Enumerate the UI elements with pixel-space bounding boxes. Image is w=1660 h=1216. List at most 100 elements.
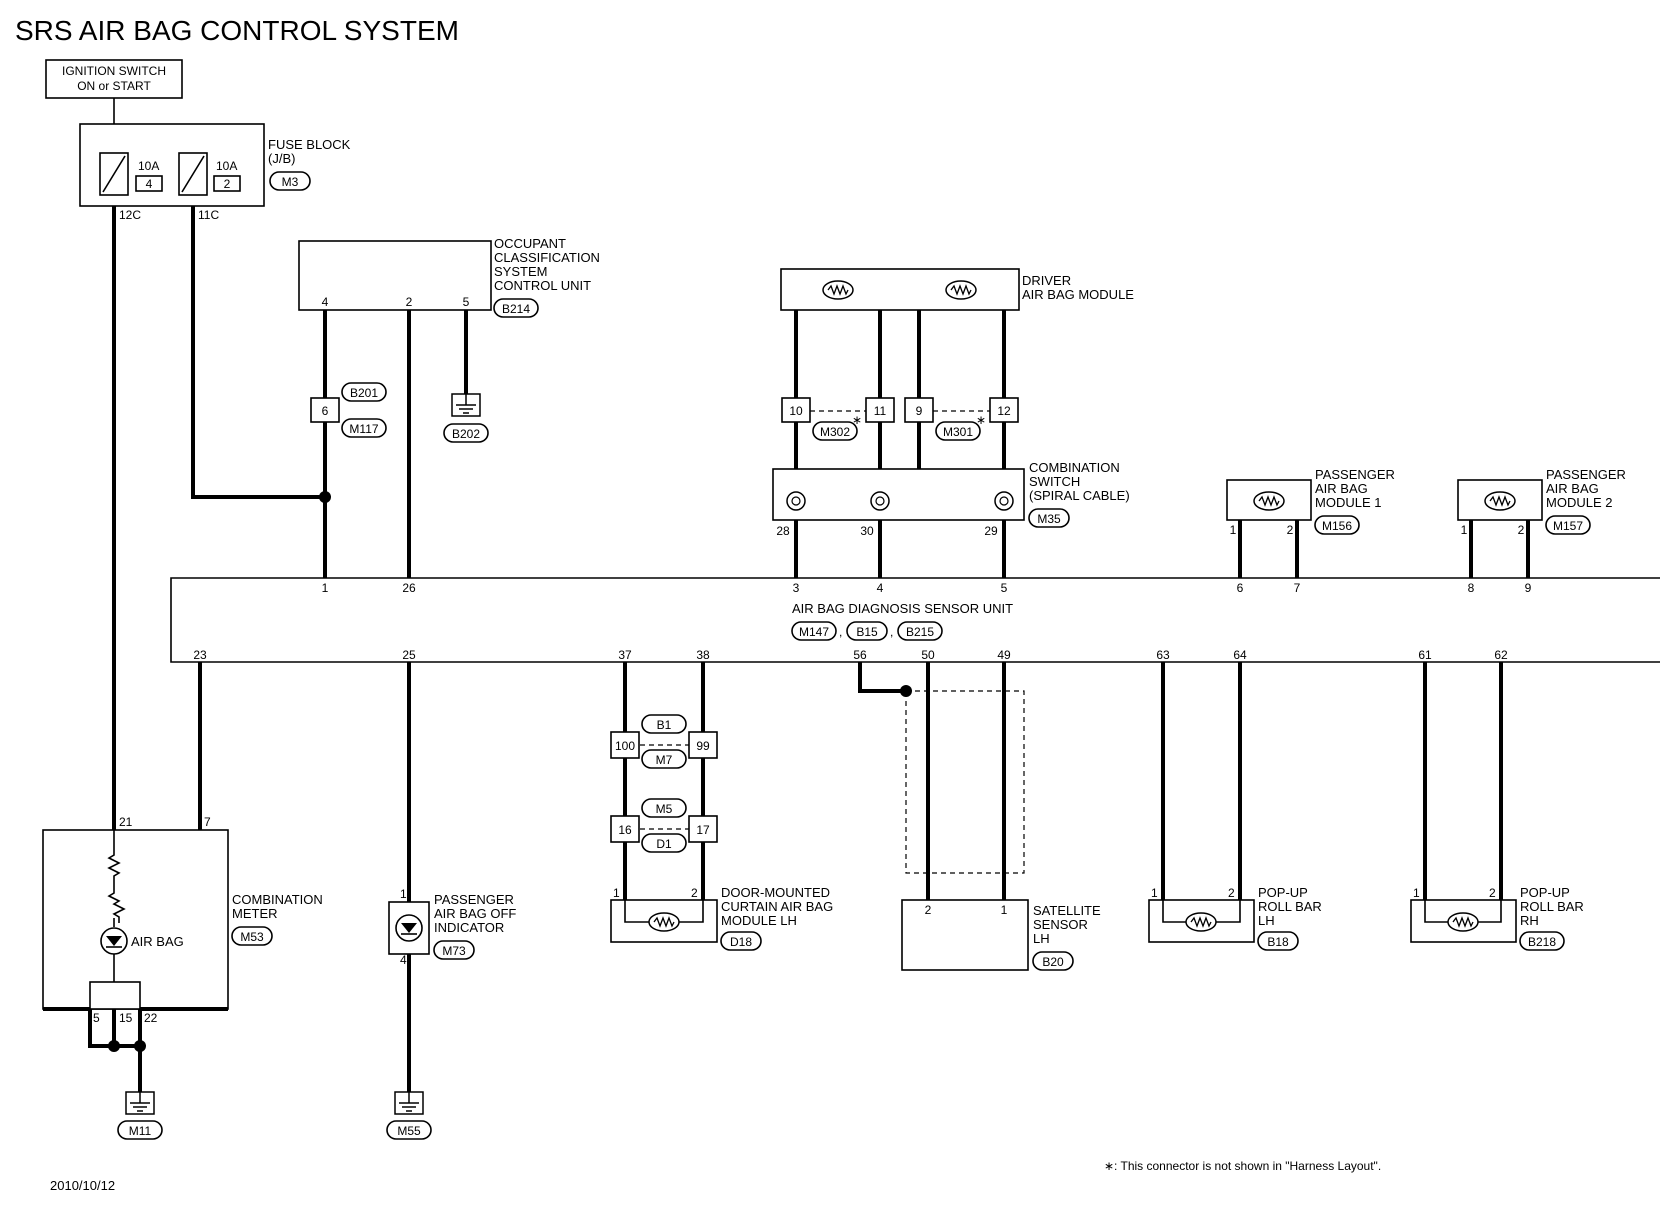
connector-tag: D18 bbox=[730, 935, 752, 949]
passenger-air-bag-module-1: 1 2 PASSENGER AIR BAG MODULE 1 M156 bbox=[1226, 467, 1395, 537]
connector-tag: D1 bbox=[656, 837, 672, 851]
pin-label: 12 bbox=[997, 404, 1011, 418]
pin-label: 29 bbox=[984, 524, 998, 538]
pin-label: 30 bbox=[860, 524, 874, 538]
component-label: AIR BAG DIAGNOSIS SENSOR UNIT bbox=[792, 601, 1013, 616]
component-label: INDICATOR bbox=[434, 920, 504, 935]
lamp-label: AIR BAG bbox=[131, 934, 184, 949]
passenger-air-bag-module-2: 1 2 PASSENGER AIR BAG MODULE 2 M157 bbox=[1457, 467, 1626, 537]
pin-label: 62 bbox=[1494, 648, 1508, 662]
connector-tag: B20 bbox=[1042, 955, 1064, 969]
pin-label: 17 bbox=[696, 823, 710, 837]
component-label: METER bbox=[232, 906, 278, 921]
pin-label: 26 bbox=[402, 581, 416, 595]
fuse-number: 4 bbox=[146, 177, 153, 191]
combination-switch: 28 30 29 COMBINATION SWITCH (SPIRAL CABL… bbox=[772, 460, 1130, 538]
pin-label: 100 bbox=[615, 739, 635, 753]
connector-tag: B218 bbox=[1528, 935, 1556, 949]
pin-label: 22 bbox=[144, 1011, 158, 1025]
component-label: AIR BAG MODULE bbox=[1022, 287, 1134, 302]
pin-label: 28 bbox=[776, 524, 790, 538]
squib-icon bbox=[822, 280, 854, 300]
component-label: DRIVER bbox=[1022, 273, 1071, 288]
pin-label: 15 bbox=[119, 1011, 133, 1025]
pin-label: 2 bbox=[406, 295, 413, 309]
fuse-amp-label: 10A bbox=[216, 159, 237, 173]
component-label: PASSENGER bbox=[1315, 467, 1395, 482]
pin-label: 1 bbox=[613, 886, 620, 900]
component-label: CONTROL UNIT bbox=[494, 278, 591, 293]
fuse-block: 10A 4 10A 2 12C 11C FUSE BLOCK (J/B) M3 bbox=[79, 123, 351, 222]
pin-label: 56 bbox=[853, 648, 867, 662]
squib-icon bbox=[1484, 491, 1516, 511]
pin-label: 1 bbox=[400, 887, 407, 901]
ground-connector-tag: B202 bbox=[452, 427, 480, 441]
component-label: ROLL BAR bbox=[1258, 899, 1322, 914]
ignition-switch-box: IGNITION SWITCH ON or START bbox=[45, 59, 183, 99]
fuse-terminal-label: 12C bbox=[119, 208, 141, 222]
squib-icon bbox=[945, 280, 977, 300]
squib-icon bbox=[1253, 491, 1285, 511]
pop-up-roll-bar-lh: 1 2 POP-UP ROLL BAR LH B18 bbox=[1148, 885, 1322, 951]
pin-label: 16 bbox=[618, 823, 632, 837]
pin-label: 1 bbox=[1151, 886, 1158, 900]
footnote: ∗: This connector is not shown in "Harne… bbox=[1104, 1159, 1381, 1173]
ground-connector-tag: M55 bbox=[397, 1124, 421, 1138]
component-label: SATELLITE bbox=[1033, 903, 1101, 918]
pin-label: 9 bbox=[916, 404, 923, 418]
component-label: (SPIRAL CABLE) bbox=[1029, 488, 1130, 503]
pin-label: 2 bbox=[925, 903, 932, 917]
satellite-sensor-lh: 2 1 SATELLITE SENSOR LH B20 bbox=[901, 899, 1101, 971]
pin-label: 99 bbox=[696, 739, 710, 753]
pin-label: 2 bbox=[1287, 523, 1294, 537]
component-label: ROLL BAR bbox=[1520, 899, 1584, 914]
component-label: LH bbox=[1033, 931, 1050, 946]
pin-label: 11 bbox=[874, 404, 887, 418]
pin-label: 5 bbox=[93, 1011, 100, 1025]
pin-label: 5 bbox=[1001, 581, 1008, 595]
pin-label: 6 bbox=[1237, 581, 1244, 595]
pin-label: 1 bbox=[1413, 886, 1420, 900]
fuse-block-sublabel: (J/B) bbox=[268, 151, 295, 166]
connector-tag: B15 bbox=[856, 625, 878, 639]
fuse-terminal-label: 11C bbox=[198, 208, 219, 222]
component-label: AIR BAG bbox=[1315, 481, 1368, 496]
diagram-date: 2010/10/12 bbox=[50, 1178, 115, 1193]
connector-tag: M157 bbox=[1553, 519, 1583, 533]
pin-label: 2 bbox=[691, 886, 698, 900]
component-label: PASSENGER bbox=[434, 892, 514, 907]
passenger-air-bag-off-indicator: 1 4 PASSENGER AIR BAG OFF INDICATOR M73 … bbox=[386, 887, 516, 1140]
component-label: DOOR-MOUNTED bbox=[721, 885, 830, 900]
curtain-air-bag-module-lh: 1 2 DOOR-MOUNTED CURTAIN AIR BAG MODULE … bbox=[610, 885, 833, 951]
component-label: MODULE 2 bbox=[1546, 495, 1612, 510]
pin-label: 50 bbox=[921, 648, 935, 662]
ignition-state-label: ON or START bbox=[77, 79, 151, 93]
separator: , bbox=[839, 625, 842, 639]
component-label: POP-UP bbox=[1520, 885, 1570, 900]
component-label: AIR BAG OFF bbox=[434, 906, 516, 921]
pin-label: 3 bbox=[793, 581, 800, 595]
pin-label: 23 bbox=[193, 648, 207, 662]
connector-tag: M53 bbox=[240, 930, 264, 944]
squib-icon bbox=[648, 912, 680, 932]
component-label: PASSENGER bbox=[1546, 467, 1626, 482]
connector-tag: M156 bbox=[1322, 519, 1352, 533]
pin-label: 25 bbox=[402, 648, 416, 662]
pin-label: 1 bbox=[1230, 523, 1237, 537]
junction-dot bbox=[108, 1040, 120, 1052]
pin-label: 64 bbox=[1233, 648, 1247, 662]
component-label: POP-UP bbox=[1258, 885, 1308, 900]
component-label: SWITCH bbox=[1029, 474, 1080, 489]
pin-label: 5 bbox=[463, 295, 470, 309]
connector-tag: M73 bbox=[442, 944, 466, 958]
component-label: CURTAIN AIR BAG bbox=[721, 899, 833, 914]
connector-tag: B201 bbox=[350, 386, 378, 400]
connector-tag: M302 bbox=[820, 425, 850, 439]
junction-dot bbox=[134, 1040, 146, 1052]
star-marker: ∗ bbox=[852, 413, 862, 427]
connector-tag: M3 bbox=[282, 175, 299, 189]
connector-tag: M35 bbox=[1037, 512, 1061, 526]
page-title: SRS AIR BAG CONTROL SYSTEM bbox=[15, 15, 459, 46]
component-label: OCCUPANT bbox=[494, 236, 566, 251]
pin-label: 63 bbox=[1156, 648, 1170, 662]
